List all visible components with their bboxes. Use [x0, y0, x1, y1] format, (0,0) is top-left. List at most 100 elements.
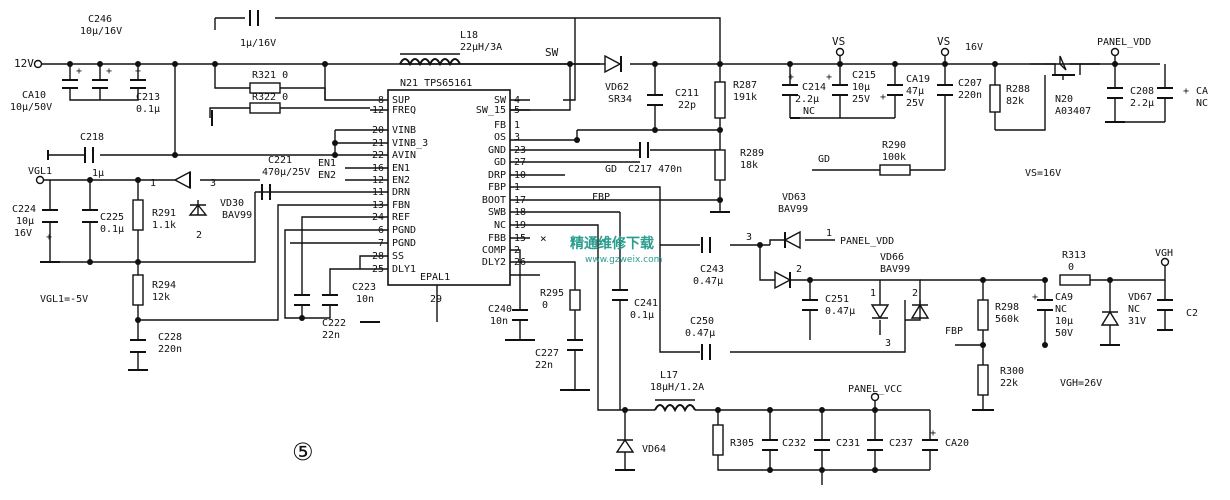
label-c215-val: 10μ [852, 82, 870, 93]
diode-vd30-b [188, 203, 208, 216]
res-r322 [249, 102, 281, 114]
label-r287-val: 191k [733, 92, 757, 103]
ic-left-pin-name: SS [392, 251, 404, 262]
label-c208: C208 [1130, 86, 1154, 97]
plus-c214: + [788, 72, 794, 83]
ic-right-pin-num: 2 [514, 245, 520, 256]
label-c218: C218 [80, 132, 104, 143]
res-r300 [977, 364, 989, 396]
res-r287 [714, 81, 726, 119]
ic-right-pin-num: 19 [514, 220, 526, 231]
ic-left-pin-name: VINB_3 [392, 138, 428, 149]
label-l18: L18 [460, 30, 478, 41]
label-r322: R322 0 [252, 92, 288, 103]
plus-c224: + [46, 232, 52, 243]
label-c221: C221 [268, 155, 292, 166]
label-c224: C224 [12, 204, 36, 215]
label-vd30-pin3: 3 [210, 178, 216, 189]
diode-vd30-a [173, 170, 191, 190]
ic-left-pin-name: FREQ [392, 105, 416, 116]
cap-c221 [261, 184, 271, 200]
label-vd67-val: 31V [1128, 316, 1146, 327]
label-c211-val: 22p [678, 100, 696, 111]
label-r288-val: 82k [1006, 96, 1024, 107]
cap-c241 [612, 289, 628, 301]
cap-c215 [832, 84, 848, 96]
label-c241-val: 0.1μ [630, 310, 654, 321]
label-c231: C231 [836, 438, 860, 449]
ic-right-pin-name: FB [494, 120, 506, 131]
label-r289: R289 [740, 148, 764, 159]
label-c251: C251 [825, 294, 849, 305]
ic-right-pin-name: GND [488, 145, 506, 156]
label-l17: L17 [660, 370, 678, 381]
ic-left-pin-num: 20 [372, 125, 384, 136]
label-c250-val: 0.47μ [685, 328, 715, 339]
component-labels: 12V C246 10μ/16V CA10 10μ/50V C213 0.1μ … [10, 14, 1208, 455]
ic-left-pin-name: VINB [392, 125, 416, 136]
ic-left-pin-num: 16 [372, 163, 384, 174]
label-c225: C225 [100, 212, 124, 223]
label-c246-val: 10μ/16V [80, 26, 122, 37]
cap-c217 [639, 142, 649, 158]
label-r298-val: 560k [995, 314, 1019, 325]
label-c243: C243 [700, 264, 724, 275]
res-r290 [879, 164, 911, 176]
label-ca9-nc: NC [1055, 304, 1067, 315]
label-vd62: VD62 [605, 82, 629, 93]
diode-vd67 [1100, 310, 1120, 326]
label-vd30-pin2: 2 [196, 230, 202, 241]
label-c214-nc: NC [803, 106, 815, 117]
ic-left-pin-name: DRN [392, 187, 410, 198]
label-16v: 16V [965, 42, 983, 53]
label-r291: R291 [152, 208, 176, 219]
res-r305 [712, 424, 724, 456]
label-gd-1: GD [605, 164, 617, 175]
label-c215-v: 25V [852, 94, 870, 105]
plus-ca19: + [880, 92, 886, 103]
cap-c228 [130, 339, 146, 353]
cap-c243 [701, 237, 711, 253]
ic-right-pin-name: SW [494, 95, 507, 106]
diode-vd62 [604, 54, 622, 74]
label-vgl1-5v: VGL1=-5V [40, 294, 88, 305]
nc-cross-mark: × [540, 232, 547, 245]
cap-c2 [1157, 299, 1173, 311]
label-c228: C228 [158, 332, 182, 343]
diode-vd66-b [870, 304, 890, 320]
ic-left-pin-num: 13 [372, 200, 384, 211]
ic-left-pin-num: 24 [372, 212, 384, 223]
res-r298 [977, 299, 989, 331]
label-c217: C217 470n [628, 164, 682, 175]
label-vd30-val: BAV99 [222, 210, 252, 221]
label-c251-val: 0.47μ [825, 306, 855, 317]
cap-c223 [322, 294, 338, 306]
label-r290: R290 [882, 140, 906, 151]
label-c222: C222 [322, 318, 346, 329]
inductor-l17 [654, 404, 696, 413]
ic-body [387, 89, 511, 286]
res-r295 [569, 289, 581, 311]
ic-package: EPAL1 [420, 272, 450, 283]
res-r294 [132, 274, 144, 306]
label-ca19-v: 25V [906, 98, 924, 109]
label-panel-vdd: PANEL_VDD [1097, 37, 1151, 48]
res-r321 [249, 82, 281, 94]
label-fbp-2: FBP [945, 326, 963, 337]
cap-c227 [567, 339, 583, 351]
ic-left-pin-name: FBN [392, 200, 410, 211]
label-c221-val: 470μ/25V [262, 167, 310, 178]
ic-right-pin-num: 1 [514, 182, 520, 193]
cap-c231 [814, 439, 830, 451]
label-en1: EN1 [318, 158, 336, 169]
label-c246: C246 [88, 14, 112, 25]
plus-ca10: + [76, 66, 82, 77]
cap-c211 [647, 94, 663, 106]
ic-right-pin-num: 27 [514, 157, 526, 168]
plus-c-mid: + [106, 66, 112, 77]
label-c223-val: 10n [356, 294, 374, 305]
ic-right-pin-num: 10 [514, 170, 526, 181]
ic-title: N21 TPS65161 [400, 78, 472, 89]
label-12v: 12V [14, 57, 34, 70]
